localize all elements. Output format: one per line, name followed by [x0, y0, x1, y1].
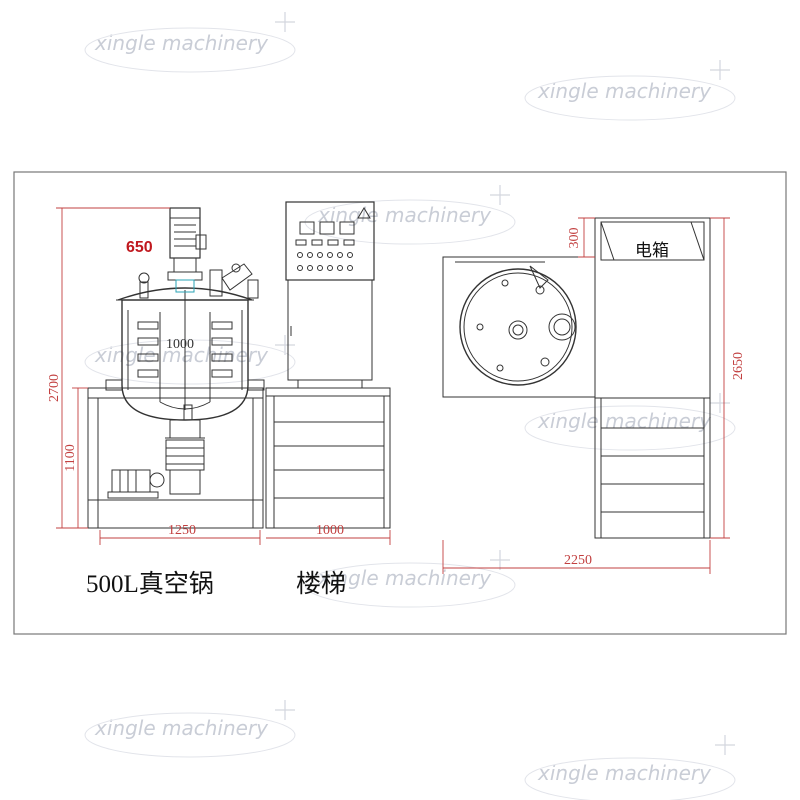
vacuum-tank-front-view: [87, 207, 265, 529]
watermark-text: xingle machinery: [317, 566, 492, 590]
drawing-frame: [13, 171, 787, 635]
dim-plan-width: 2250: [564, 553, 592, 568]
plan-view: [442, 217, 711, 539]
dimension-labels: 2700 1100 1250 1000 300 2650 2250: [47, 228, 746, 569]
dim-box-height: 300: [567, 228, 582, 249]
watermark-swooshes: [84, 27, 736, 800]
callout-650: 650: [126, 239, 153, 256]
callout-1000: 1000: [166, 337, 194, 352]
dimension-lines: [56, 207, 730, 574]
dim-tank-width: 1250: [168, 523, 196, 538]
control-cabinet-and-stairs: [265, 201, 391, 529]
label-vacuum-pot: 500L真空锅: [86, 570, 214, 598]
watermark-text: xingle machinery: [537, 79, 712, 103]
dim-total-height: 2700: [47, 374, 62, 402]
dim-stair-width: 1000: [316, 523, 344, 538]
dim-base-height: 1100: [63, 444, 78, 471]
label-electric-box: 电箱: [635, 241, 669, 261]
watermark-sparkles: [275, 12, 735, 755]
watermark-text: xingle machinery: [537, 761, 712, 785]
dim-platform-height: 2650: [731, 352, 746, 380]
label-stairs: 楼梯: [296, 570, 346, 598]
watermark-text: xingle machinery: [317, 203, 492, 227]
watermark-text: xingle machinery: [94, 343, 269, 367]
watermark-text: xingle machinery: [537, 409, 712, 433]
watermark-layer: xingle machinery xingle machinery xingle…: [94, 31, 712, 785]
watermark-text: xingle machinery: [94, 31, 269, 55]
watermark-text: xingle machinery: [94, 716, 269, 740]
